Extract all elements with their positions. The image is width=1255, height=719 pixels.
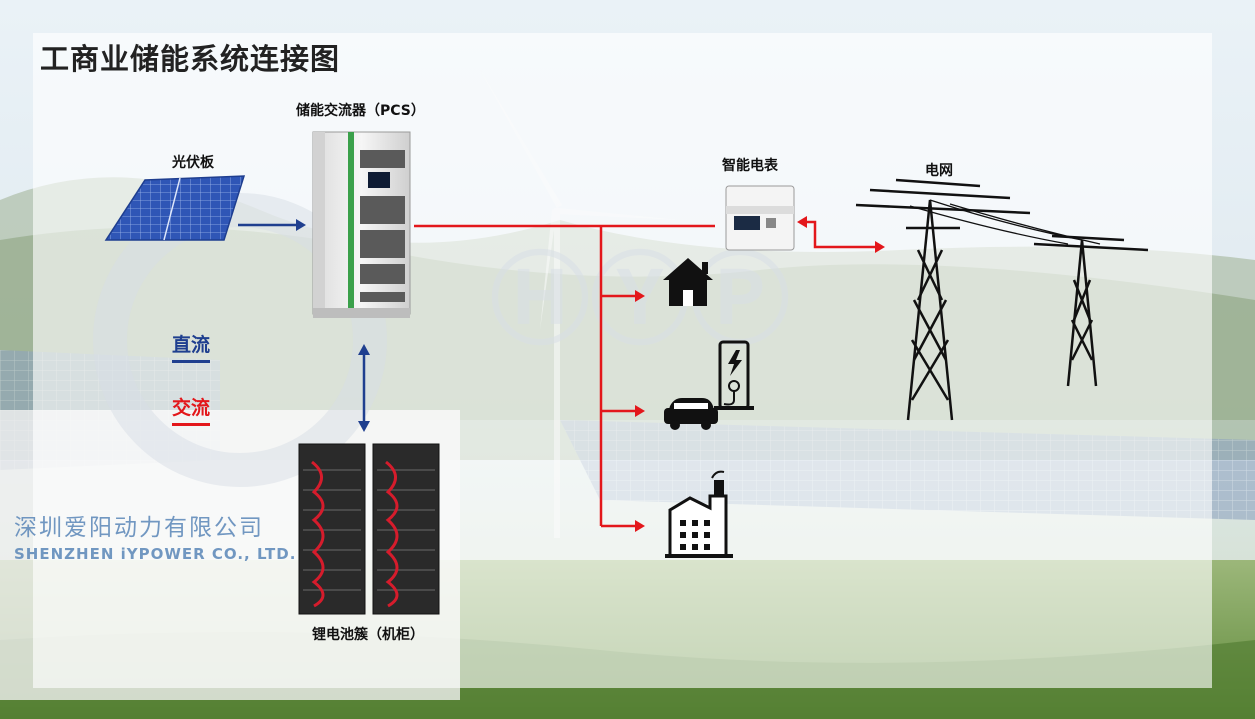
battery-label: 锂电池簇（机柜） bbox=[312, 627, 424, 643]
pv-label: 光伏板 bbox=[172, 155, 214, 171]
page-title: 工商业储能系统连接图 bbox=[40, 42, 341, 76]
power-tower-icon bbox=[855, 178, 1149, 421]
company-name-en: SHENZHEN iYPOWER CO., LTD. bbox=[14, 545, 297, 563]
smart-meter-icon bbox=[725, 185, 795, 251]
dc-connection-lines bbox=[238, 219, 370, 432]
pcs-label: 储能交流器（PCS） bbox=[296, 103, 425, 119]
battery-cluster-icon bbox=[298, 443, 440, 615]
pcs-cabinet-icon bbox=[312, 131, 411, 318]
legend-dc: 直流 bbox=[172, 330, 211, 363]
legend-ac: 交流 bbox=[172, 393, 211, 426]
pv-panel-icon bbox=[104, 175, 246, 241]
grid-label: 电网 bbox=[925, 163, 953, 179]
house-icon bbox=[663, 258, 713, 306]
meter-label: 智能电表 bbox=[722, 158, 778, 174]
svg-text:ⒽⓎⓅ: ⒽⓎⓅ bbox=[490, 242, 790, 359]
factory-icon bbox=[665, 470, 733, 558]
ev-charging-icon bbox=[664, 340, 754, 430]
company-name-cn: 深圳爱阳动力有限公司 bbox=[14, 515, 264, 541]
ac-connection-lines bbox=[414, 216, 885, 532]
